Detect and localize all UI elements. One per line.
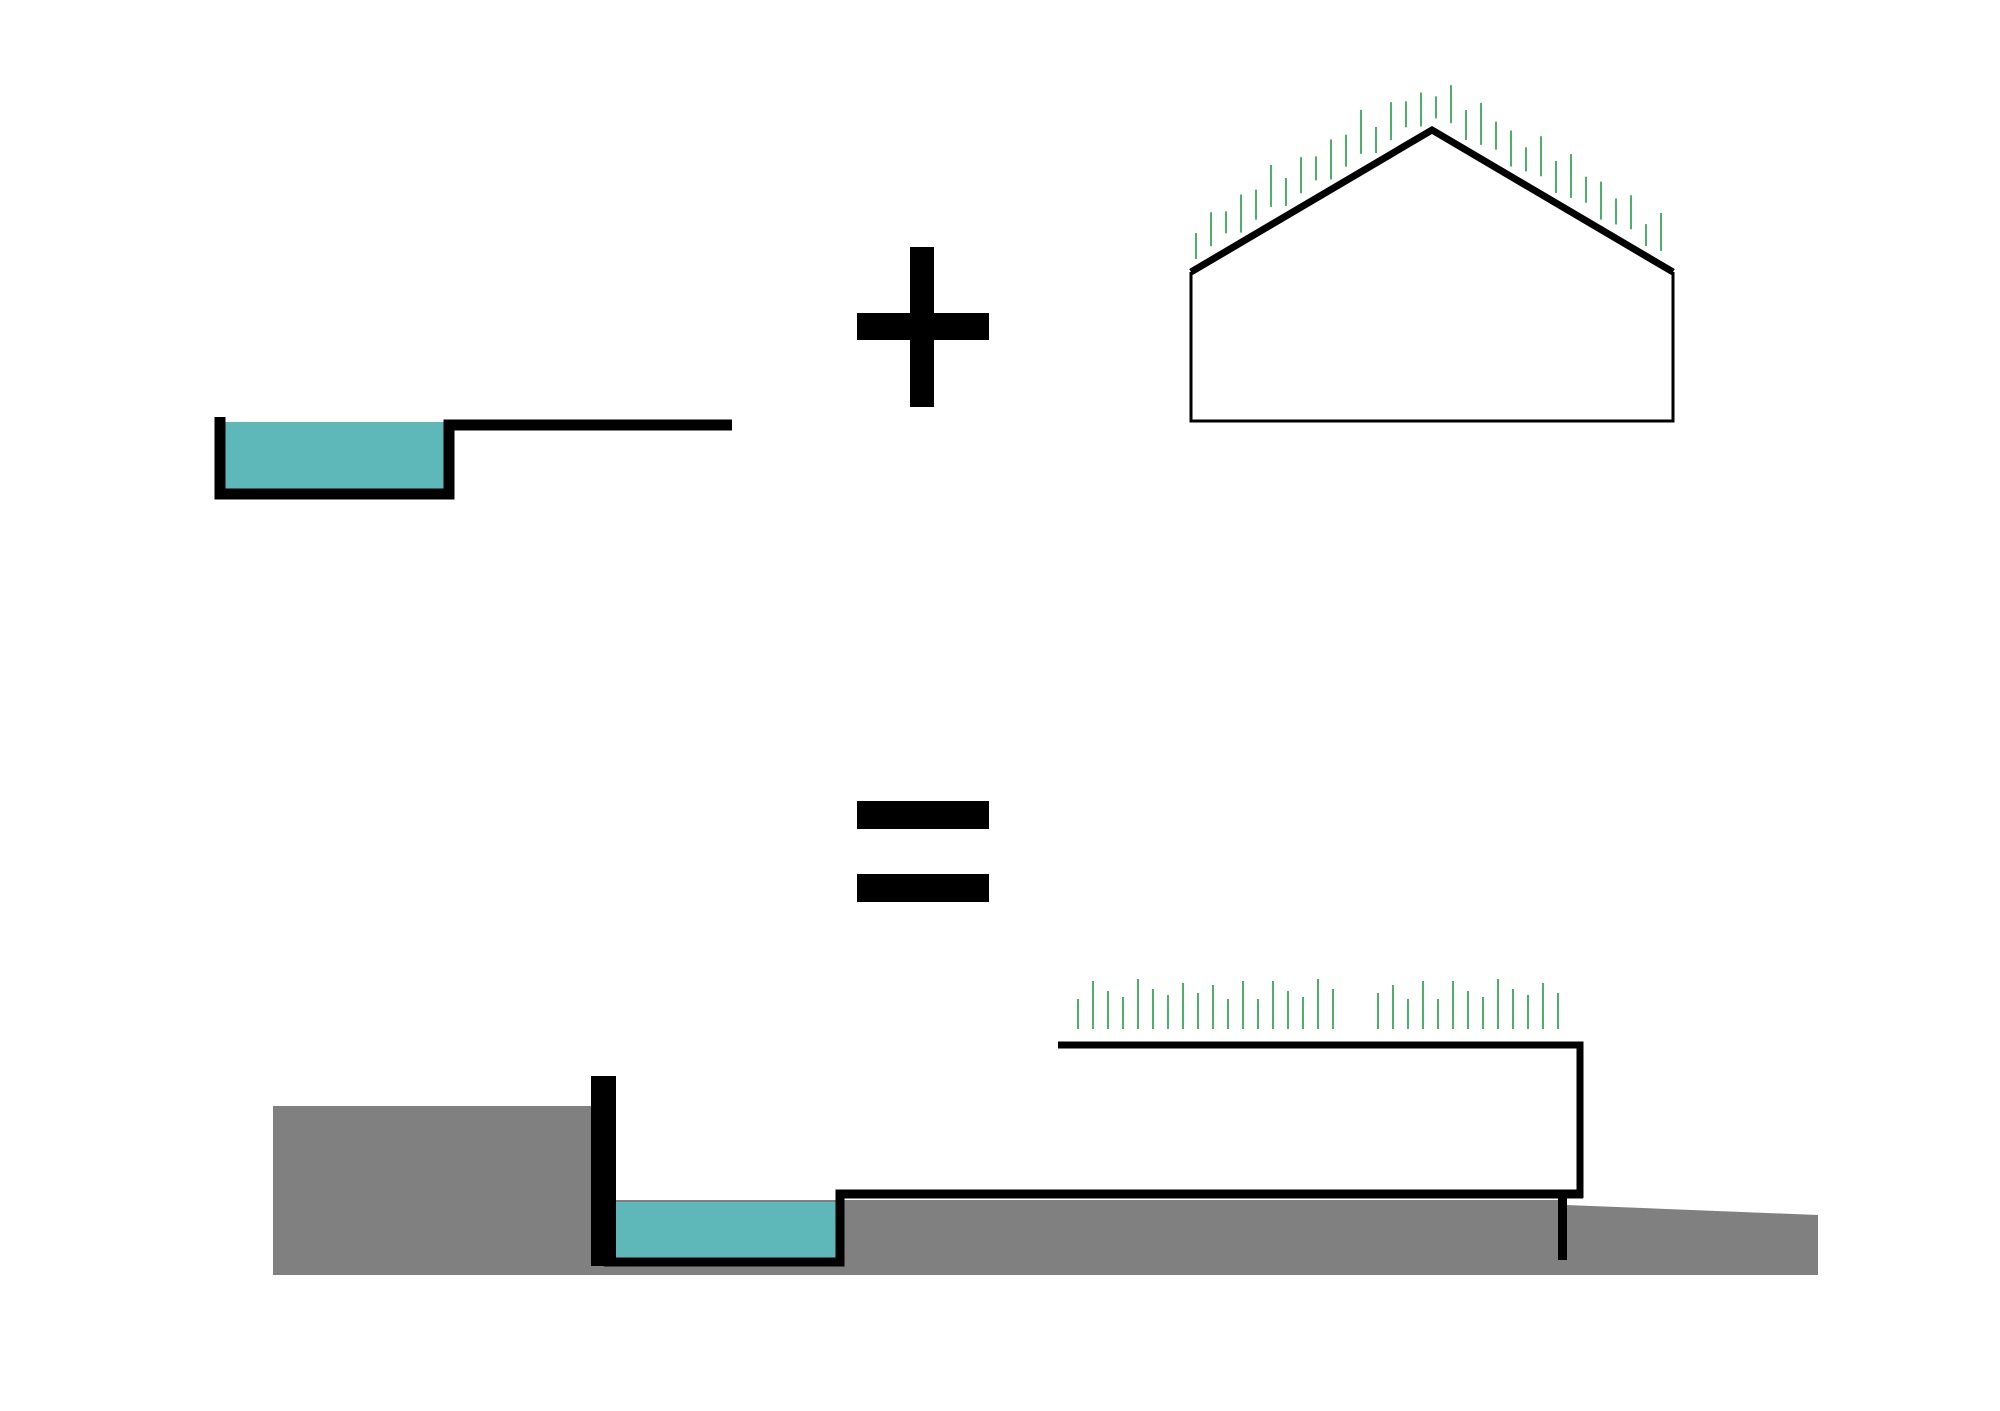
- house-roof: [1189, 125, 1675, 276]
- equals-bottom-bar: [857, 874, 989, 902]
- sunken-pool-house-on-terrain: [273, 979, 1818, 1275]
- result-pool-outline: [604, 1189, 1583, 1267]
- equals-top-bar: [857, 801, 989, 829]
- equals-operator: [857, 801, 989, 902]
- house-walls: [1189, 272, 1675, 423]
- retaining-wall: [591, 1076, 616, 1266]
- gabled-house-with-green-roof: [1189, 85, 1675, 423]
- plus-operator: [857, 247, 989, 407]
- plus-horizontal-bar: [857, 313, 989, 340]
- roof-grass: [1195, 85, 1662, 260]
- pool-with-terrace: [214, 417, 732, 500]
- support-post: [1558, 1198, 1567, 1260]
- flat-roof-grass: [1077, 979, 1559, 1029]
- pool-water: [222, 422, 446, 491]
- pool-section-outline: [214, 417, 732, 500]
- house-frame: [1058, 1041, 1584, 1198]
- result-pool-water: [616, 1202, 838, 1261]
